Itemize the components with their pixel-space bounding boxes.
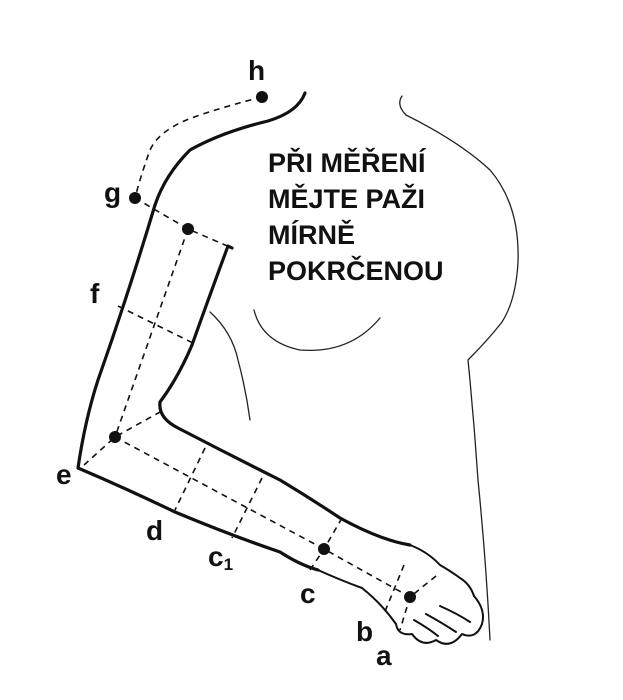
measurement-points xyxy=(109,91,416,603)
neck-right-line xyxy=(399,95,519,641)
label-c1: c1 xyxy=(208,541,233,574)
instruction-line-2: MĚJTE PAŽI xyxy=(268,183,425,214)
hand-fingers xyxy=(395,595,484,645)
point-h-dot xyxy=(256,91,268,103)
hand-thumb xyxy=(409,544,475,597)
chest-curve xyxy=(253,309,381,352)
label-e: e xyxy=(56,459,72,490)
label-c: c xyxy=(300,578,316,609)
hand-finger-lines xyxy=(413,605,471,637)
dash-h-to-g xyxy=(134,96,263,199)
instruction-text: PŘI MĚŘENÍ MĚJTE PAŽI MÍRNĚ POKRČENOU xyxy=(268,147,444,286)
dash-c1-circumference xyxy=(231,477,263,539)
hand-wrist xyxy=(317,569,397,625)
dash-f-circumference xyxy=(117,305,196,345)
arm-inner-contour xyxy=(158,244,412,547)
instruction-line-1: PŘI MĚŘENÍ xyxy=(268,147,427,178)
label-c1-subscript: 1 xyxy=(224,555,233,574)
label-h: h xyxy=(248,55,265,86)
label-b: b xyxy=(356,616,373,647)
label-d: d xyxy=(146,515,163,546)
dash-e-circumference xyxy=(83,411,161,466)
hand-outline xyxy=(317,544,484,645)
arm-outer-contour xyxy=(76,203,320,572)
instruction-line-4: POKRČENOU xyxy=(268,255,444,286)
dash-g-circumference xyxy=(134,197,233,249)
instruction-line-3: MÍRNĚ xyxy=(268,219,355,250)
dash-d-circumference xyxy=(174,447,206,511)
point-labels: h g f e d c1 c b a xyxy=(56,55,392,671)
point-g-dot xyxy=(129,192,141,204)
label-g: g xyxy=(104,177,121,208)
point-upper-dot xyxy=(182,223,194,235)
shoulder-line xyxy=(153,91,307,207)
label-c1-letter: c xyxy=(208,541,224,572)
torso-outline xyxy=(209,95,519,641)
point-a-dot xyxy=(404,591,416,603)
dash-forearm-axis xyxy=(114,436,411,598)
label-f: f xyxy=(90,278,100,309)
dash-upper-arm-axis xyxy=(114,228,189,438)
side-torso-line xyxy=(209,311,251,421)
label-a: a xyxy=(376,640,392,671)
point-c-dot xyxy=(318,543,330,555)
point-e-dot xyxy=(109,431,121,443)
dash-b-circumference xyxy=(383,564,405,615)
